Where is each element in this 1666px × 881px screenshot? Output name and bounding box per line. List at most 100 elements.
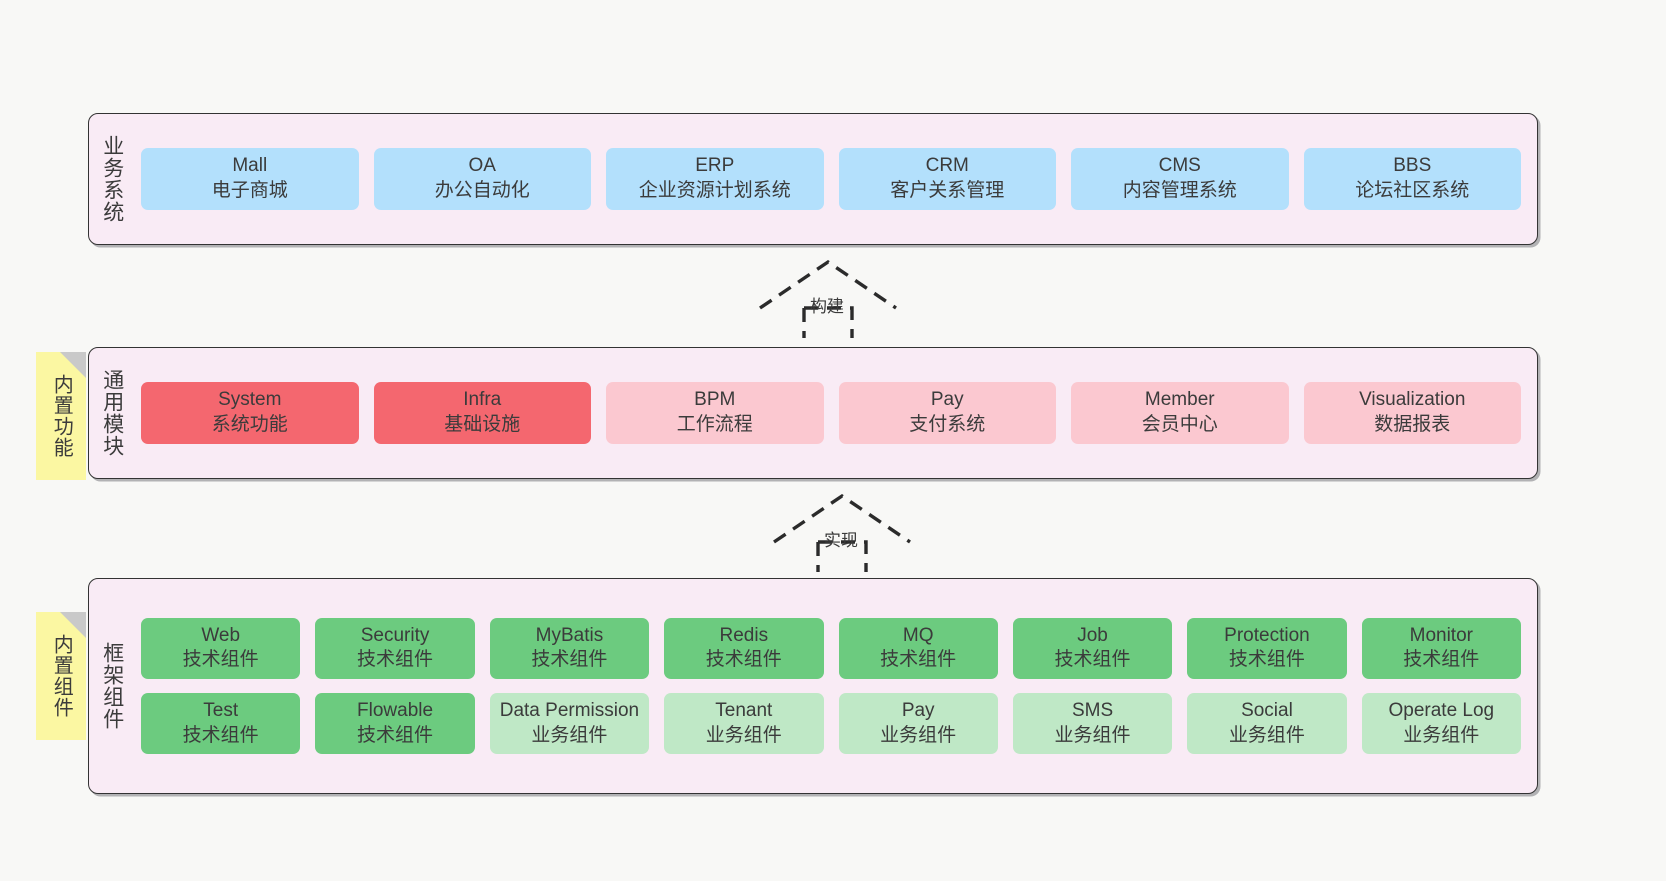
card-redis[interactable]: Redis 技术组件 [664, 617, 824, 679]
arrow-head-build [759, 259, 897, 310]
card-title: Visualization [1359, 389, 1466, 411]
arrow-shaft-implement [816, 540, 868, 572]
section-label-business-systems: 业务系统 [100, 135, 124, 223]
card-pay-component[interactable]: Pay 业务组件 [838, 693, 998, 755]
card-subtitle: 企业资源计划系统 [638, 180, 791, 201]
card-crm[interactable]: CRM 客户关系管理 [838, 148, 1056, 210]
arrow-head-implement [773, 493, 911, 544]
card-job[interactable]: Job 技术组件 [1012, 617, 1173, 679]
card-monitor[interactable]: Monitor 技术组件 [1361, 617, 1521, 679]
card-title: CMS [1158, 155, 1201, 177]
card-subtitle: 技术组件 [357, 724, 434, 746]
card-subtitle: 技术组件 [880, 649, 957, 671]
card-social[interactable]: Social 业务组件 [1187, 693, 1347, 755]
card-title: CRM [925, 155, 969, 177]
card-title: Security [360, 624, 430, 646]
sticky-note-builtin-features: 内置功能 [36, 352, 86, 480]
card-title: Protection [1224, 624, 1310, 646]
card-subtitle: 工作流程 [676, 414, 753, 435]
card-data-permission[interactable]: Data Permission 业务组件 [489, 693, 650, 755]
card-sms[interactable]: SMS 业务组件 [1012, 693, 1173, 755]
card-title: Pay [930, 389, 964, 411]
card-subtitle: 技术组件 [1228, 649, 1305, 671]
sticky-fold-corner-icon [60, 352, 86, 378]
card-subtitle: 会员中心 [1141, 414, 1218, 435]
card-title: Web [201, 624, 241, 646]
card-pay-module[interactable]: Pay 支付系统 [838, 382, 1056, 444]
card-title: Test [203, 700, 239, 721]
card-title: Social [1241, 700, 1293, 721]
card-bbs[interactable]: BBS 论坛社区系统 [1303, 148, 1521, 210]
card-subtitle: 业务组件 [531, 724, 608, 746]
card-system[interactable]: System 系统功能 [141, 382, 359, 444]
card-infra[interactable]: Infra 基础设施 [373, 382, 591, 444]
sticky-note-builtin-components: 内置组件 [36, 612, 86, 740]
card-subtitle: 数据报表 [1374, 414, 1451, 435]
card-subtitle: 内容管理系统 [1122, 180, 1237, 201]
card-row: Web 技术组件 Security 技术组件 MyBatis 技术组件 Redi… [141, 617, 1521, 679]
cards-area-common-modules: System 系统功能 Infra 基础设施 BPM 工作流程 Pay 支付系统… [135, 348, 1537, 478]
cards-area-framework-components: Web 技术组件 Security 技术组件 MyBatis 技术组件 Redi… [135, 579, 1537, 793]
card-subtitle: 技术组件 [1403, 649, 1480, 671]
card-tenant[interactable]: Tenant 业务组件 [664, 693, 824, 755]
connector-label-implement: 实现 [824, 531, 858, 550]
card-flowable[interactable]: Flowable 技术组件 [315, 693, 475, 755]
card-subtitle: 系统功能 [211, 414, 288, 435]
card-title: BPM [694, 389, 736, 411]
card-erp[interactable]: ERP 企业资源计划系统 [606, 148, 824, 210]
card-title: Monitor [1409, 624, 1473, 646]
card-mybatis[interactable]: MyBatis 技术组件 [489, 617, 650, 679]
card-subtitle: 技术组件 [182, 649, 259, 671]
card-security[interactable]: Security 技术组件 [315, 617, 475, 679]
card-subtitle: 业务组件 [1403, 724, 1480, 746]
card-subtitle: 技术组件 [531, 649, 608, 671]
connector-label-build: 构建 [810, 297, 844, 316]
card-title: BBS [1393, 155, 1432, 177]
card-subtitle: 电子商城 [211, 180, 288, 201]
card-title: Infra [463, 389, 502, 411]
card-title: System [218, 389, 282, 411]
cards-area-business-systems: Mall 电子商城 OA 办公自动化 ERP 企业资源计划系统 CRM 客户关系… [135, 114, 1537, 244]
connector-implement: 实现 [772, 492, 912, 572]
section-label-common-modules: 通用模块 [100, 369, 124, 457]
card-subtitle: 技术组件 [705, 649, 782, 671]
card-subtitle: 办公自动化 [434, 180, 530, 201]
card-title: Job [1077, 624, 1108, 646]
card-subtitle: 客户关系管理 [890, 180, 1005, 201]
card-row: Mall 电子商城 OA 办公自动化 ERP 企业资源计划系统 CRM 客户关系… [141, 148, 1521, 210]
card-protection[interactable]: Protection 技术组件 [1187, 617, 1347, 679]
card-title: MQ [902, 624, 934, 646]
card-title: OA [468, 155, 496, 177]
card-mq[interactable]: MQ 技术组件 [838, 617, 998, 679]
card-bpm[interactable]: BPM 工作流程 [606, 382, 824, 444]
card-subtitle: 技术组件 [1054, 649, 1131, 671]
card-row: System 系统功能 Infra 基础设施 BPM 工作流程 Pay 支付系统… [141, 382, 1521, 444]
card-title: MyBatis [535, 624, 604, 646]
section-business-systems: 业务系统 Mall 电子商城 OA 办公自动化 ERP 企业资源计划系统 CRM… [88, 113, 1538, 245]
section-common-modules: 通用模块 System 系统功能 Infra 基础设施 BPM 工作流程 Pay… [88, 347, 1538, 479]
card-subtitle: 业务组件 [880, 724, 957, 746]
card-oa[interactable]: OA 办公自动化 [373, 148, 591, 210]
card-title: Flowable [357, 700, 434, 721]
card-visualization[interactable]: Visualization 数据报表 [1303, 382, 1521, 444]
card-subtitle: 论坛社区系统 [1355, 180, 1470, 201]
card-title: Member [1144, 389, 1215, 411]
card-title: Data Permission [499, 700, 640, 721]
card-title: ERP [695, 155, 735, 177]
card-subtitle: 支付系统 [909, 414, 986, 435]
card-subtitle: 技术组件 [182, 724, 259, 746]
card-subtitle: 业务组件 [1228, 724, 1305, 746]
card-cms[interactable]: CMS 内容管理系统 [1071, 148, 1289, 210]
connector-build: 构建 [758, 258, 898, 338]
card-web[interactable]: Web 技术组件 [141, 617, 301, 679]
card-mall[interactable]: Mall 电子商城 [141, 148, 359, 210]
card-member[interactable]: Member 会员中心 [1071, 382, 1289, 444]
section-label-framework-components: 框架组件 [100, 642, 124, 730]
card-title: Operate Log [1388, 700, 1495, 721]
card-test[interactable]: Test 技术组件 [141, 693, 301, 755]
arrow-shaft-build [802, 306, 854, 338]
section-framework-components: 框架组件 Web 技术组件 Security 技术组件 MyBatis 技术组件… [88, 578, 1538, 794]
card-subtitle: 业务组件 [1054, 724, 1131, 746]
card-operate-log[interactable]: Operate Log 业务组件 [1361, 693, 1521, 755]
